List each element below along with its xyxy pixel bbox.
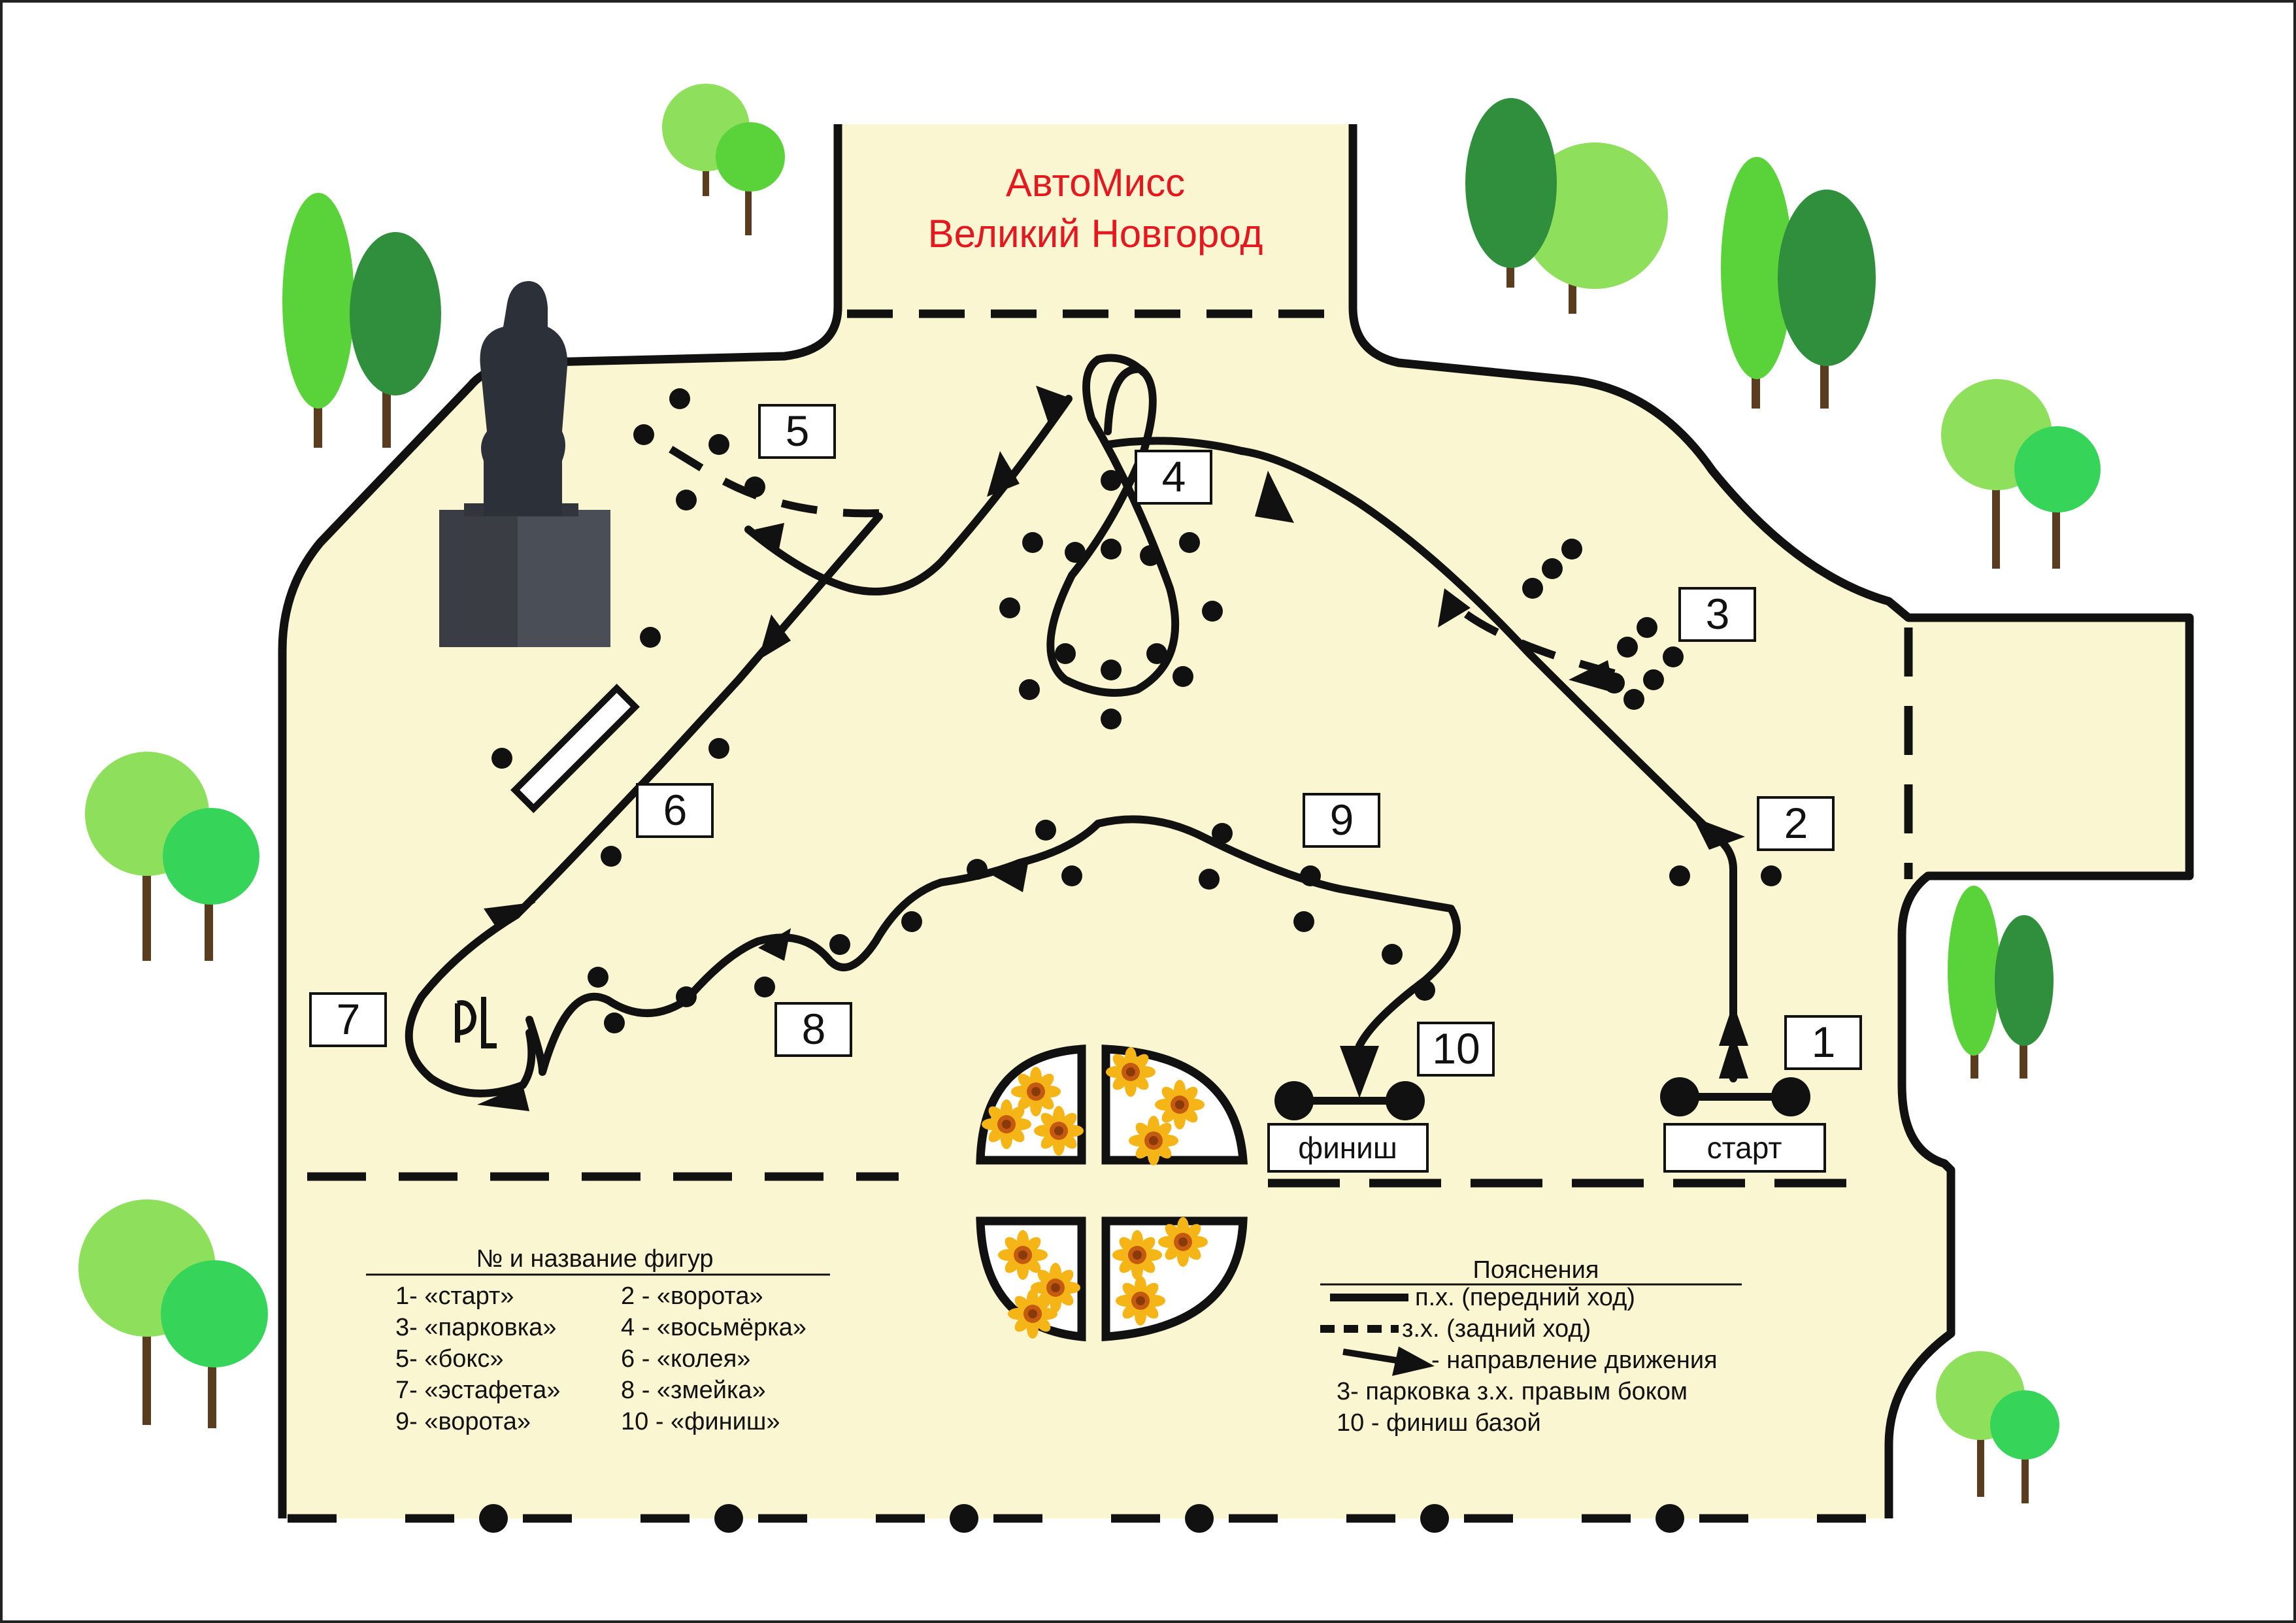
figure-number-1: 1 [1812, 1018, 1836, 1066]
tree-icon [85, 752, 259, 961]
legend-item: 2 - «ворота» [621, 1282, 763, 1310]
route-figure-eight [1046, 354, 1180, 697]
trees [78, 84, 2101, 1503]
notes-item: п.х. (передний ход) [1415, 1284, 1635, 1311]
figure-number-5: 5 [786, 407, 810, 455]
start-label: старт [1707, 1131, 1782, 1165]
tree-icon [282, 193, 441, 448]
start-label-box [1663, 1123, 1826, 1173]
figures-legend-heading: № и название фигур [476, 1245, 713, 1273]
reverse-routes [644, 431, 1616, 677]
bottom-boundary-dots [479, 1504, 1684, 1533]
legend-item: 10 - «финиш» [621, 1408, 780, 1435]
route-to-figure-4 [1238, 447, 1720, 841]
notes-item: 3- парковка з.х. правым боком [1337, 1378, 1688, 1405]
notes-legend-heading: Пояснения [1473, 1256, 1599, 1284]
legend-item: 3- «парковка» [395, 1314, 556, 1341]
legend-item: 7- «эстафета» [395, 1377, 560, 1404]
figure-number-3: 3 [1706, 590, 1730, 638]
figure-number-4: 4 [1162, 452, 1186, 501]
figure-number-8: 8 [802, 1005, 826, 1053]
figure-number-9: 9 [1330, 795, 1354, 844]
figure-number-6: 6 [663, 786, 688, 834]
tree-icon [1941, 379, 2101, 569]
legend-item: 6 - «колея» [621, 1345, 750, 1373]
figure-number-10: 10 [1432, 1024, 1480, 1073]
legend-item: 4 - «восьмёрка» [621, 1314, 807, 1341]
tree-icon [1721, 157, 1876, 409]
figure-number-2: 2 [1784, 799, 1808, 847]
route-figure-4-right-loop [1104, 437, 1246, 455]
cones [491, 388, 1782, 1033]
finish-label-box [1267, 1123, 1429, 1173]
course-boundary-right [1348, 124, 2194, 1518]
figure-number-boxes [309, 404, 1862, 1077]
notes-item: 10 - финиш базой [1337, 1409, 1541, 1437]
notes-item: - направление движения [1431, 1347, 1718, 1374]
legend-item: 9- «ворота» [395, 1408, 531, 1435]
figure-number-7: 7 [337, 995, 361, 1043]
tree-icon [662, 84, 785, 235]
figures-legend: № и название фигур 1- «старт» 2 - «ворот… [366, 1245, 830, 1435]
start-line-icon [1660, 1077, 1810, 1116]
notes-item: з.х. (задний ход) [1402, 1315, 1591, 1343]
route-snake [525, 815, 1461, 1076]
finish-label: финиш [1298, 1131, 1397, 1165]
reverse-box [644, 431, 880, 518]
statue-icon [439, 281, 610, 647]
tree-icon [1465, 98, 1668, 314]
route-relay-loop [405, 911, 536, 1097]
legend-item: 1- «старт» [395, 1282, 514, 1310]
title-line-1: АвтоМисс [1006, 161, 1185, 205]
direction-arrow-icon [1392, 1347, 1435, 1376]
reverse-parking [1448, 598, 1616, 677]
finish-line-icon [1274, 1081, 1425, 1120]
tree-icon [1936, 1351, 2059, 1503]
relay-pole-icon [455, 997, 497, 1048]
direction-arrows [477, 386, 1748, 1111]
title-line-2: Великий Новгород [928, 212, 1263, 256]
notes-legend: Пояснения п.х. (передний ход) з.х. (задн… [1320, 1256, 1742, 1437]
legend-item: 8 - «змейка» [621, 1377, 766, 1404]
tree-icon [78, 1199, 268, 1428]
rut-board [510, 684, 640, 813]
route-box-exit [512, 512, 883, 919]
legend-item: 5- «бокс» [395, 1345, 504, 1373]
tree-icon [1948, 886, 2054, 1079]
